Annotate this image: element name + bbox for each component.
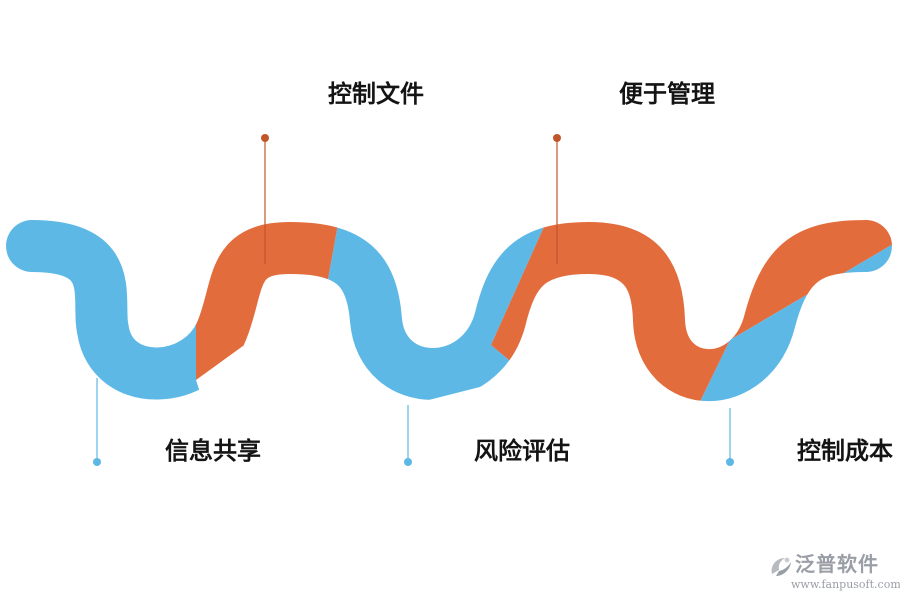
marker-dot-bottom-2: [404, 458, 412, 466]
watermark: 泛普软件 www.fanpusoft.com: [768, 552, 900, 596]
wave-segment-blue-3: [696, 240, 892, 402]
wave-segment-blue-2: [196, 220, 556, 402]
label-risk-assessment: 风险评估: [474, 437, 570, 465]
label-easy-management: 便于管理: [619, 80, 715, 108]
wave-segment-blue-1: [6, 220, 209, 402]
marker-dot-top-2: [553, 134, 561, 142]
label-control-files: 控制文件: [328, 80, 424, 108]
watermark-brand-name: 泛普软件: [795, 552, 879, 576]
label-information-sharing: 信息共享: [165, 437, 261, 465]
marker-dot-top-1: [261, 134, 269, 142]
marker-dot-bottom-1: [93, 458, 101, 466]
marker-dot-bottom-3: [726, 458, 734, 466]
watermark-url: www.fanpusoft.com: [791, 578, 900, 591]
label-control-costs: 控制成本: [797, 437, 893, 465]
fanpu-logo-icon: [771, 557, 791, 576]
